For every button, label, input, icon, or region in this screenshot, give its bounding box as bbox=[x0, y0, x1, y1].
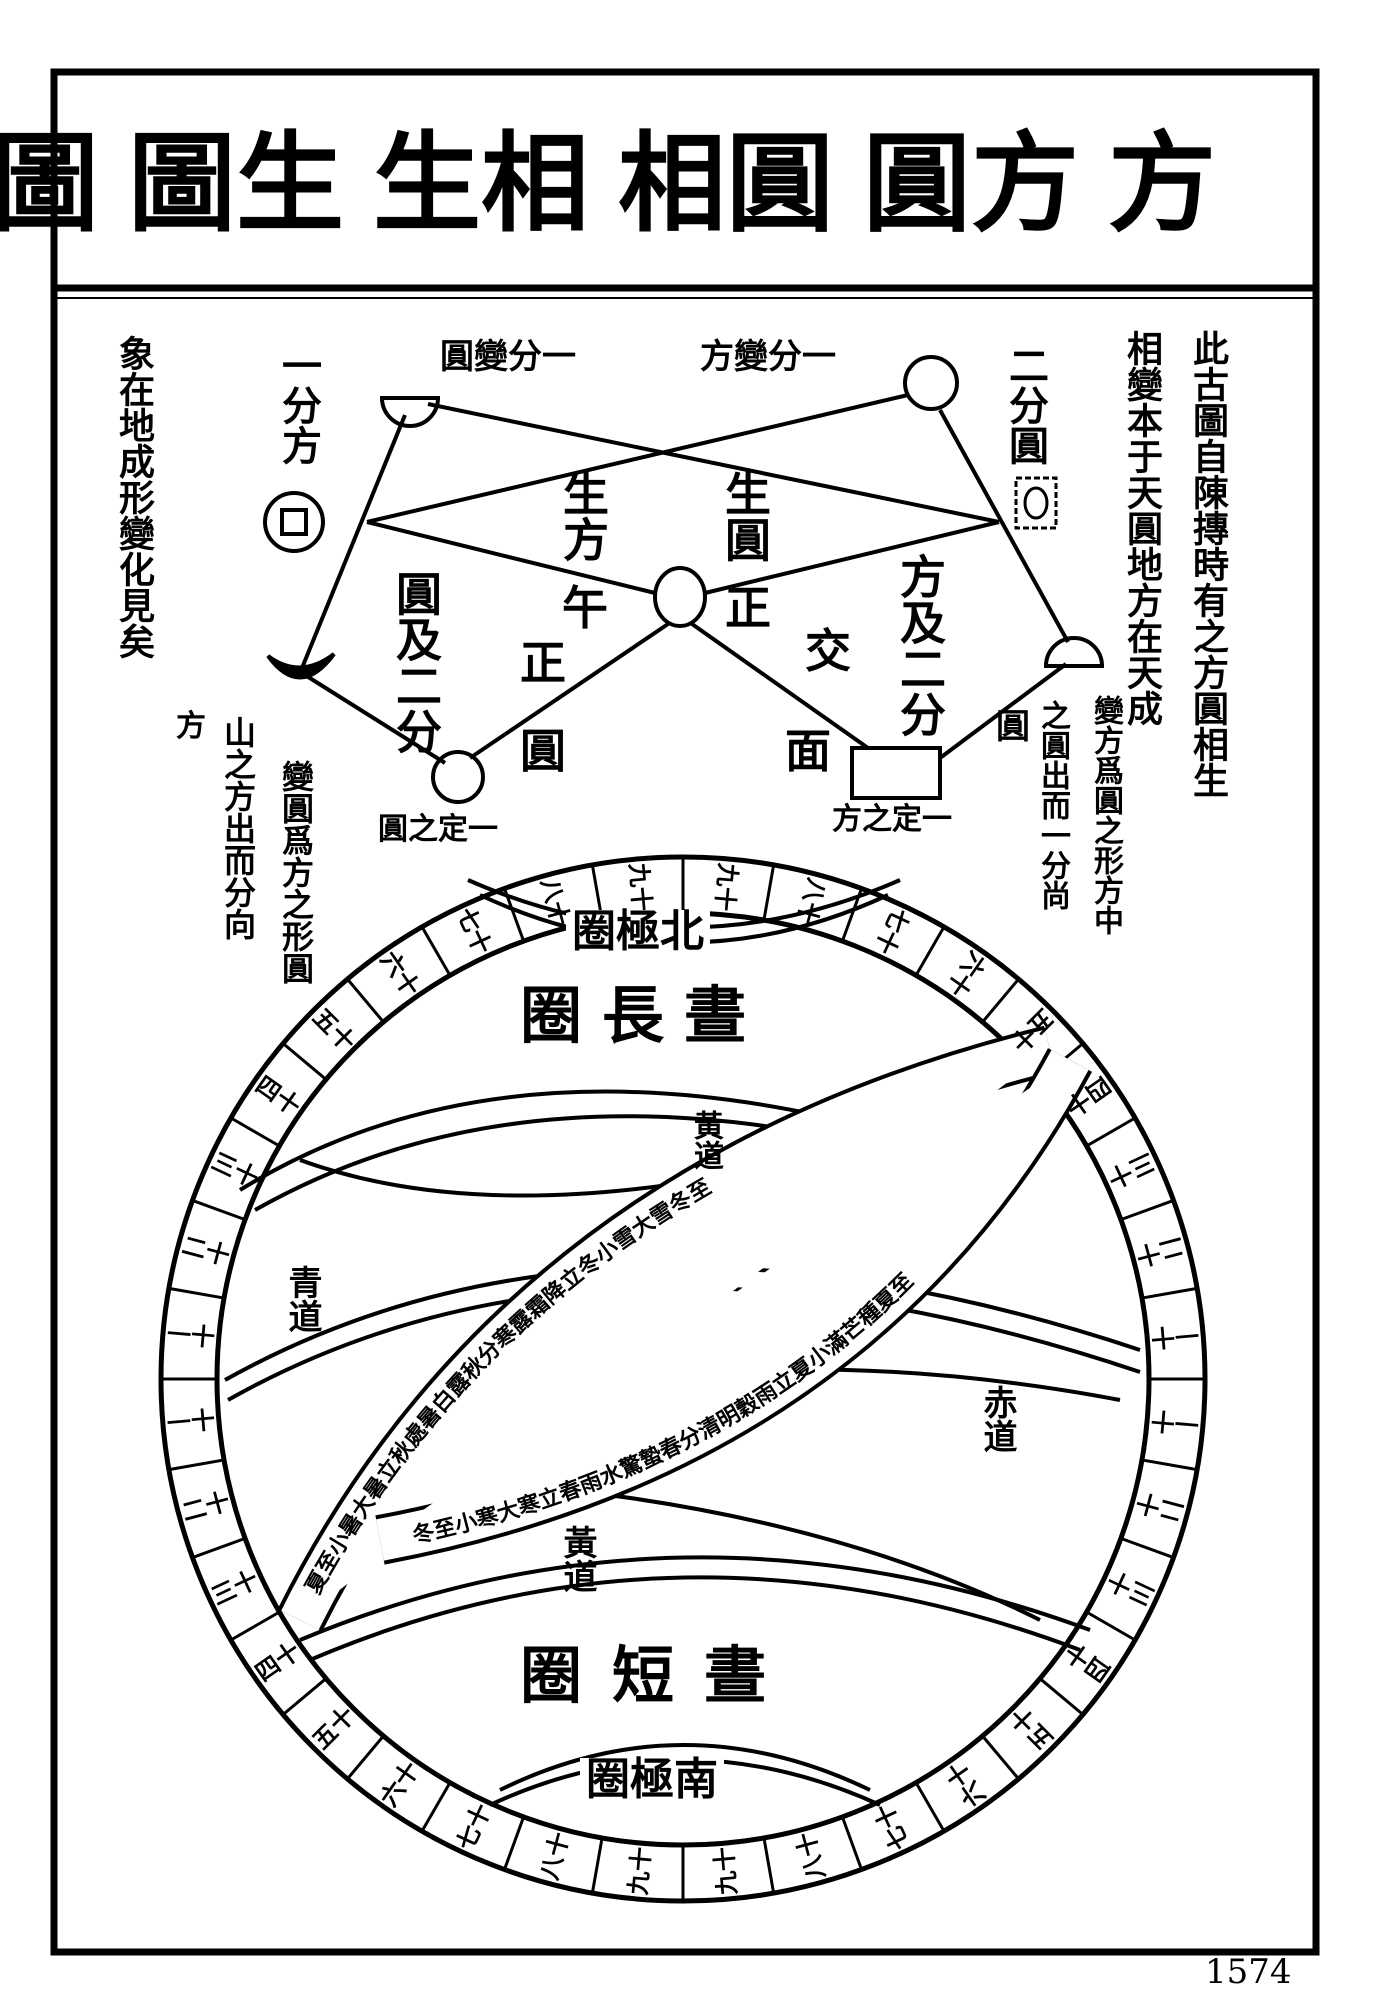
page-title: 方圓相生圖 bbox=[0, 121, 1216, 247]
label-wu: 午 bbox=[562, 581, 608, 635]
ring-tick bbox=[1085, 1610, 1136, 1642]
page-number: 1574 bbox=[1205, 1952, 1292, 1992]
note-inner-right-2: 之圓出而一分尚 bbox=[1035, 700, 1070, 910]
label-yuan-left: 圓 bbox=[520, 724, 566, 778]
ring-tick bbox=[191, 1536, 246, 1559]
short-day-circle-label: 晝短圈 bbox=[520, 1639, 797, 1712]
ring-tick bbox=[420, 926, 452, 977]
label-one-part-change-square: 一分變方 bbox=[700, 337, 836, 377]
circle-top-right-icon bbox=[903, 355, 959, 411]
label-one-part-change-round: 一分變圓 bbox=[440, 337, 576, 377]
ring-tick bbox=[1141, 1286, 1198, 1300]
note-right-column-2: 相變本于天圓地方在天成 bbox=[1121, 330, 1163, 726]
ecliptic-lower-label: 黃道 bbox=[557, 1525, 597, 1593]
ring-tick bbox=[282, 1677, 327, 1716]
ring-tick bbox=[346, 1735, 385, 1780]
azure-road-label: 青道 bbox=[282, 1265, 322, 1333]
title-char-5: 圖 bbox=[128, 121, 237, 247]
ring-tick bbox=[346, 978, 385, 1023]
note-inner-right-1: 變方爲圓之形方中 bbox=[1088, 695, 1123, 935]
half-circle-cup-icon bbox=[379, 396, 441, 428]
note-inner-left-1: 變圓爲方之形圓 bbox=[277, 760, 315, 984]
circle-bottom-left-icon bbox=[431, 750, 485, 804]
ring-tick bbox=[168, 1458, 225, 1472]
long-day-circle-label: 晝長圈 bbox=[520, 979, 767, 1052]
ring-tick bbox=[914, 926, 946, 977]
ring-tick bbox=[191, 1199, 246, 1222]
label-sheng-fang: 生方 bbox=[556, 470, 610, 562]
ring-tick bbox=[1085, 1116, 1136, 1148]
title-char-2: 圓 bbox=[863, 121, 972, 247]
ring-tick bbox=[1120, 1536, 1175, 1559]
crescent-icon bbox=[266, 652, 336, 680]
label-zheng-left: 正 bbox=[520, 636, 566, 690]
label-two-part-round: 二分圓 bbox=[1002, 345, 1049, 465]
ring-tick bbox=[914, 1781, 946, 1832]
ring-tick bbox=[762, 1837, 776, 1894]
ecliptic-bands bbox=[277, 1025, 1093, 1632]
half-dome-icon bbox=[1043, 636, 1105, 668]
north-polar-circle-label: 北極圈 bbox=[566, 910, 710, 954]
square-bottom-right-icon bbox=[850, 746, 942, 800]
label-yuan-right: 圓 bbox=[996, 707, 1030, 747]
top-diagram-lines bbox=[300, 393, 1070, 765]
ring-tick bbox=[1039, 1677, 1084, 1716]
ring-tick bbox=[282, 1042, 327, 1081]
ring-degree-label: 九十 bbox=[709, 1845, 743, 1897]
square-with-circle-icon bbox=[1014, 476, 1058, 530]
ring-degree-label: 九十 bbox=[710, 861, 744, 913]
note-inner-left-3: 方 bbox=[176, 709, 206, 744]
ring-tick bbox=[762, 864, 776, 921]
ring-tick bbox=[1141, 1458, 1198, 1472]
title-char-1: 方 bbox=[1108, 121, 1217, 247]
ring-degree-label: 一十 bbox=[165, 1405, 217, 1439]
ring-tick bbox=[590, 1837, 604, 1894]
ring-tick bbox=[503, 1816, 526, 1871]
ring-tick bbox=[840, 1816, 863, 1871]
label-zheng-right: 正 bbox=[725, 581, 771, 635]
ring-tick bbox=[981, 978, 1020, 1023]
ring-degree-label: 一十 bbox=[1149, 1406, 1201, 1440]
note-inner-left-2: 山之方出而分向 bbox=[219, 716, 257, 940]
label-fixed-round: 一定之圓 bbox=[378, 812, 498, 847]
ring-degree-label: 一十 bbox=[1149, 1319, 1201, 1353]
degree-ring-ticks bbox=[161, 857, 1205, 1901]
label-square-and-two-parts: 方及二分 bbox=[893, 553, 947, 737]
ring-tick bbox=[230, 1610, 281, 1642]
ecliptic-upper-label: 黃道 bbox=[688, 1110, 723, 1170]
south-polar-circle-label: 南極圈 bbox=[580, 1758, 724, 1802]
circle-center-icon bbox=[653, 566, 707, 628]
ring-tick bbox=[168, 1286, 225, 1300]
outer-frame bbox=[50, 68, 1320, 1956]
ring-tick bbox=[981, 1735, 1020, 1780]
ring-degree-label: 九十 bbox=[623, 861, 657, 913]
label-fixed-square: 一定之方 bbox=[832, 802, 952, 837]
ring-degree-label: 九十 bbox=[622, 1845, 656, 1897]
ring-tick bbox=[230, 1116, 281, 1148]
ring-tick bbox=[420, 1781, 452, 1832]
label-one-part-square: 一分方 bbox=[275, 345, 322, 465]
title-char-3: 相 bbox=[618, 121, 727, 247]
equator-label: 赤道 bbox=[977, 1385, 1017, 1453]
label-sheng-yuan: 生圓 bbox=[718, 470, 772, 562]
note-left-column-1: 象在地成形變化見矣 bbox=[113, 335, 155, 659]
note-right-column-1: 此古圖自陳摶時有之方圓相生 bbox=[1187, 330, 1229, 798]
ring-tick bbox=[1120, 1199, 1175, 1222]
circle-with-square-icon bbox=[263, 491, 325, 553]
label-mian: 面 bbox=[785, 724, 831, 778]
title-char-4: 生 bbox=[373, 121, 482, 247]
ring-degree-label: 一十 bbox=[165, 1318, 217, 1352]
label-jiao: 交 bbox=[805, 624, 851, 678]
label-round-and-two-parts: 圓及二分 bbox=[389, 570, 443, 754]
